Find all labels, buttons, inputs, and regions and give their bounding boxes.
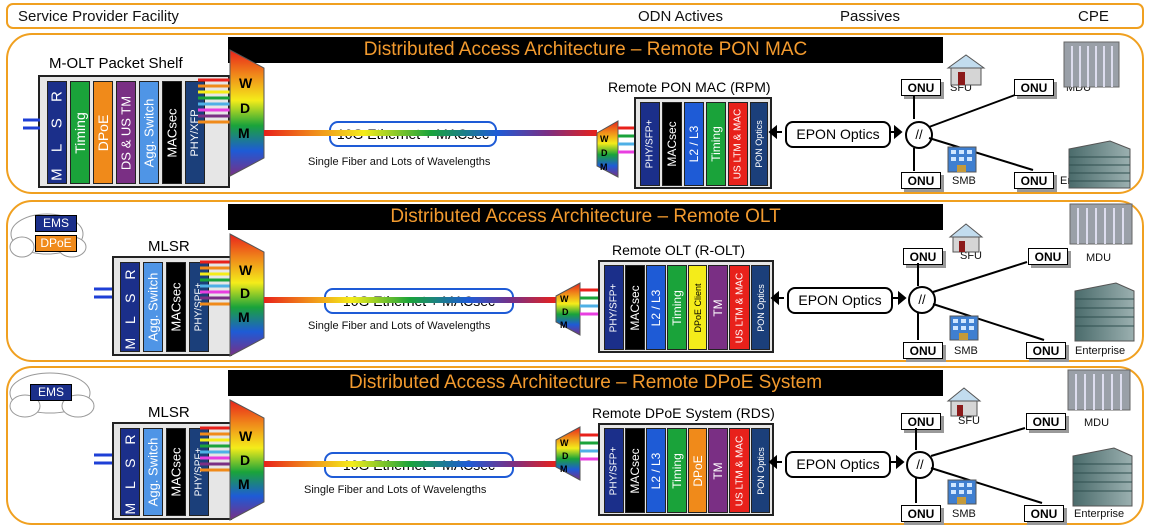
remote-card-dpoe: DPoE xyxy=(688,428,707,513)
site-sfu-label: SFU xyxy=(958,415,980,427)
splitter: // xyxy=(908,286,936,314)
remote-card-pon-optics: PON Optics xyxy=(750,102,768,186)
remote-card-pon-optics: PON Optics xyxy=(751,428,770,513)
panel-remote-dpoe-system: Distributed Access Architecture – Remote… xyxy=(6,366,1144,525)
fiber-label: Single Fiber and Lots of Wavelengths xyxy=(308,320,491,332)
remote-label: Remote PON MAC (RPM) xyxy=(608,79,771,95)
remote-card-macsec: MACsec xyxy=(625,428,645,513)
site-smb-label: SMB xyxy=(952,175,976,187)
section-header-bar: Service Provider Facility ODN Actives Pa… xyxy=(6,3,1144,29)
remote-card-pon-optics: PON Optics xyxy=(751,265,770,350)
site-enterprise-label: Enterprise xyxy=(1074,508,1125,520)
hub-label: MLSR xyxy=(148,404,190,421)
hub-card-dpoe: DPoE xyxy=(93,81,113,184)
hub-card-phy: PHY/SPF+ xyxy=(189,428,209,516)
remote-card-l2l3: L2 / L3 xyxy=(646,265,666,350)
hub-card-agg-switch: Agg. Switch xyxy=(143,262,163,352)
hub-shelf: M L S R Agg. Switch MACsec PHY/SPF+ xyxy=(112,422,232,520)
site-mdu-label: MDU xyxy=(1086,252,1112,264)
hub-card-phy: PHY/SPF+ xyxy=(189,262,209,352)
onu-sfu: ONU xyxy=(903,248,943,265)
onu-smb: ONU xyxy=(901,172,941,189)
panel-title: Distributed Access Architecture – Remote… xyxy=(228,370,943,396)
remote-card-timing: Timing xyxy=(667,265,687,350)
ems-badge: EMS xyxy=(30,384,72,401)
epon-optics-box: EPON Optics xyxy=(787,287,893,314)
onu-enterprise: ONU xyxy=(1014,172,1054,189)
remote-card-phy: PHY/SFP+ xyxy=(640,102,660,186)
onu-mdu: ONU xyxy=(1026,413,1066,430)
hub-card-mlsr: M L S R xyxy=(47,81,67,184)
remote-card-us-ltm-mac: US LTM & MAC xyxy=(729,428,750,513)
hub-card-mlsr: M L S R xyxy=(120,262,140,352)
remote-card-phy: PHY/SFP+ xyxy=(604,265,624,350)
onu-enterprise: ONU xyxy=(1026,342,1066,359)
dpoe-badge: DPoE xyxy=(35,235,77,252)
hub-card-agg-switch: Agg. Switch xyxy=(143,428,163,516)
onu-smb: ONU xyxy=(903,342,943,359)
onu-mdu: ONU xyxy=(1028,248,1068,265)
epon-optics-box: EPON Optics xyxy=(785,451,891,478)
remote-card-us-ltm-mac: US LTM & MAC xyxy=(729,265,750,350)
hub-card-timing: Timing xyxy=(70,81,90,184)
site-mdu-label: MDU xyxy=(1066,82,1092,94)
remote-label: Remote OLT (R-OLT) xyxy=(612,242,746,258)
passives-label: Passives xyxy=(840,8,901,25)
remote-shelf: PHY/SFP+ MACsec L2 / L3 Timing DPoE TM U… xyxy=(598,423,774,516)
onu-mdu: ONU xyxy=(1014,79,1054,96)
remote-card-l2l3: L2 / L3 xyxy=(684,102,704,186)
hub-label: M-OLT Packet Shelf xyxy=(49,55,183,72)
link-label-box: 10G Ethernet + MACsec xyxy=(324,452,514,478)
hub-card-macsec: MACsec xyxy=(162,81,182,184)
hub-card-phy: PHY/XFP xyxy=(185,81,205,184)
remote-shelf: PHY/SFP+ MACsec L2 / L3 Timing US LTM & … xyxy=(634,97,772,189)
hub-card-ds-us-tm: DS & US TM xyxy=(116,81,136,184)
site-smb-label: SMB xyxy=(952,508,976,520)
site-sfu-label: SFU xyxy=(960,250,982,262)
remote-card-phy: PHY/SFP+ xyxy=(604,428,624,513)
panel-title: Distributed Access Architecture – Remote… xyxy=(228,37,943,63)
fiber-label: Single Fiber and Lots of Wavelengths xyxy=(304,484,487,496)
onu-sfu: ONU xyxy=(901,413,941,430)
remote-label: Remote DPoE System (RDS) xyxy=(592,405,775,421)
hub-card-macsec: MACsec xyxy=(166,428,186,516)
remote-card-macsec: MACsec xyxy=(625,265,645,350)
service-provider-label: Service Provider Facility xyxy=(18,8,179,25)
panel-remote-pon-mac: Distributed Access Architecture – Remote… xyxy=(6,33,1144,194)
remote-card-dpoe-client: DPoE Client xyxy=(688,265,707,350)
panel-title: Distributed Access Architecture – Remote… xyxy=(228,204,943,230)
hub-card-macsec: MACsec xyxy=(166,262,186,352)
remote-card-l2l3: L2 / L3 xyxy=(646,428,666,513)
splitter: // xyxy=(906,451,934,479)
site-mdu-label: MDU xyxy=(1084,417,1110,429)
site-enterprise-label: Enterprise xyxy=(1060,175,1111,187)
remote-shelf: PHY/SFP+ MACsec L2 / L3 Timing DPoE Clie… xyxy=(598,260,774,353)
hub-card-mlsr: M L S R xyxy=(120,428,140,516)
epon-optics-box: EPON Optics xyxy=(785,121,891,148)
odn-actives-label: ODN Actives xyxy=(638,8,724,25)
remote-card-tm: TM xyxy=(708,265,728,350)
site-enterprise-label: Enterprise xyxy=(1075,345,1126,357)
cpe-label: CPE xyxy=(1078,8,1109,25)
site-smb-label: SMB xyxy=(954,345,978,357)
onu-smb: ONU xyxy=(901,505,941,522)
onu-sfu: ONU xyxy=(901,79,941,96)
splitter: // xyxy=(905,121,933,149)
remote-card-timing: Timing xyxy=(706,102,726,186)
link-label-box: 10G Ethernet + MACsec xyxy=(324,288,514,314)
fiber-label: Single Fiber and Lots of Wavelengths xyxy=(308,156,491,168)
remote-card-timing: Timing xyxy=(667,428,687,513)
hub-label: MLSR xyxy=(148,238,190,255)
panel-remote-olt: Distributed Access Architecture – Remote… xyxy=(6,200,1144,362)
remote-card-macsec: MACsec xyxy=(662,102,682,186)
remote-card-us-ltm-mac: US LTM & MAC xyxy=(728,102,748,186)
hub-shelf: M L S R Agg. Switch MACsec PHY/SPF+ xyxy=(112,256,232,356)
hub-card-agg-switch: Agg. Switch xyxy=(139,81,159,184)
ems-badge: EMS xyxy=(35,215,77,232)
onu-enterprise: ONU xyxy=(1024,505,1064,522)
site-sfu-label: SFU xyxy=(950,82,972,94)
link-label-box: 10G Ethernet + MACsec xyxy=(329,121,497,147)
hub-shelf: M L S R Timing DPoE DS & US TM Agg. Swit… xyxy=(38,75,230,188)
remote-card-tm: TM xyxy=(708,428,728,513)
